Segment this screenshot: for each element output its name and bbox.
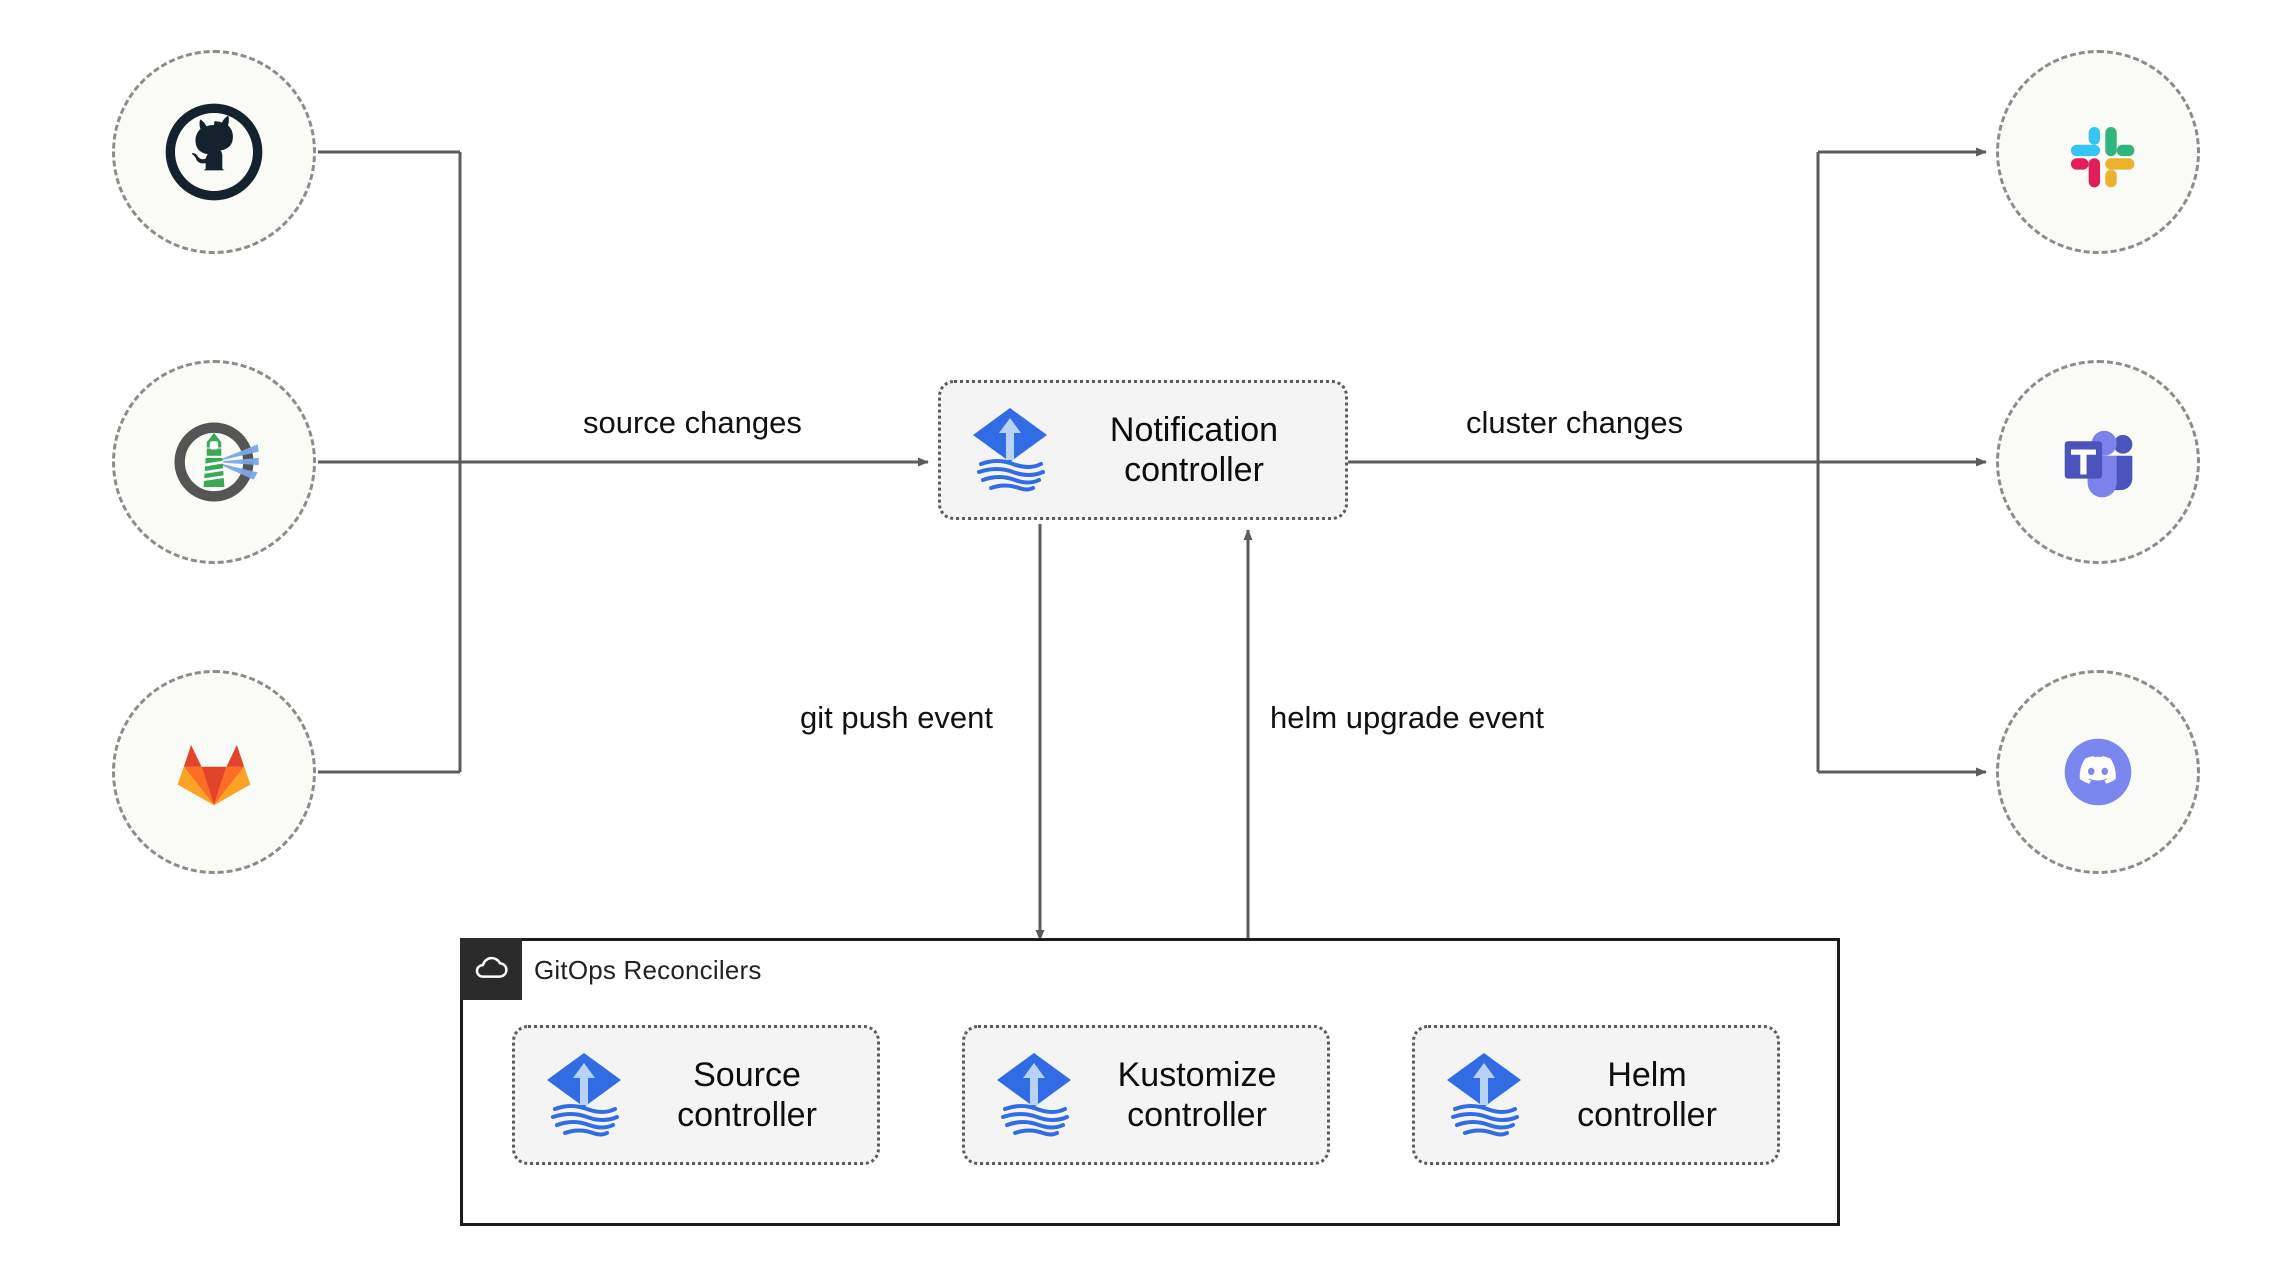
source-controller-label: Source controller	[677, 1055, 817, 1134]
target-node-teams[interactable]	[1996, 360, 2200, 564]
source-node-lighthouse[interactable]	[112, 360, 316, 564]
kustomize-controller-label: Kustomize controller	[1117, 1055, 1277, 1134]
edge-label-cluster-changes: cluster changes	[1466, 405, 1684, 440]
teams-icon	[2064, 430, 2133, 498]
flux-icon	[1447, 1053, 1521, 1137]
flux-icon	[973, 408, 1047, 492]
flux-icon	[547, 1053, 621, 1137]
edge-label-helm-upgrade-event: helm upgrade event	[1270, 700, 1545, 735]
notification-controller-label: Notification controller	[1109, 410, 1279, 489]
github-icon	[165, 103, 263, 201]
gitops-reconcilers-title: GitOps Reconcilers	[534, 955, 762, 985]
kustomize-controller-box[interactable]: Kustomize controller	[962, 1025, 1330, 1165]
lighthouse-icon	[174, 422, 259, 502]
discord-icon	[2064, 738, 2132, 806]
helm-controller-label: Helm controller	[1577, 1055, 1717, 1134]
gitlab-icon	[177, 744, 251, 806]
source-controller-box[interactable]: Source controller	[512, 1025, 880, 1165]
target-node-discord[interactable]	[1996, 670, 2200, 874]
edge-label-git-push-event: git push event	[800, 700, 994, 735]
notification-controller-box[interactable]: Notification controller	[938, 380, 1348, 520]
source-node-github[interactable]	[112, 50, 316, 254]
flux-icon	[997, 1053, 1071, 1137]
target-node-slack[interactable]	[1996, 50, 2200, 254]
cloud-icon	[460, 938, 522, 1000]
source-node-gitlab[interactable]	[112, 670, 316, 874]
edge-label-source-changes: source changes	[583, 405, 802, 440]
helm-controller-box[interactable]: Helm controller	[1412, 1025, 1780, 1165]
slack-icon	[2070, 127, 2135, 188]
